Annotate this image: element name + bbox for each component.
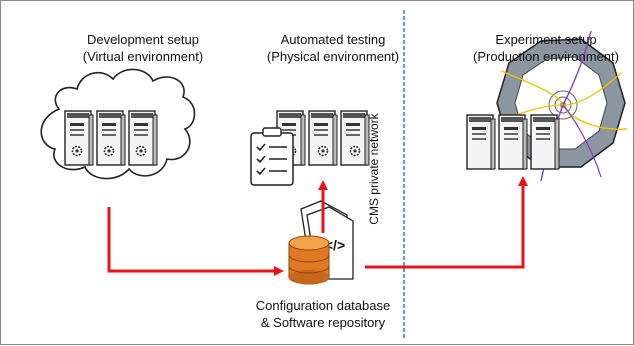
- testing-title: Automated testing (Physical environment): [233, 31, 433, 65]
- development-title-line1: Development setup: [86, 32, 199, 47]
- code-glyph: </>: [325, 237, 345, 253]
- server-icon: [340, 110, 370, 166]
- repository-label-line1: Configuration database: [255, 298, 391, 313]
- server-icon: [128, 110, 158, 166]
- testing-title-line2: (Physical environment): [266, 49, 400, 64]
- development-title: Development setup (Virtual environment): [43, 31, 243, 65]
- arrow-repo-to-exp: [365, 176, 528, 269]
- experiment-title: Experiment setup (Production environment…: [446, 31, 634, 65]
- experiment-servers: [466, 114, 560, 170]
- repository-label: Configuration database & Software reposi…: [223, 297, 423, 331]
- checklist-icon: [250, 127, 294, 186]
- server-icon: [308, 110, 338, 166]
- server-icon: [466, 114, 496, 170]
- dev-servers: [64, 110, 158, 166]
- database-icon: [288, 235, 330, 285]
- arrow-dev-to-repo: [107, 207, 284, 276]
- testing-title-line1: Automated testing: [280, 32, 386, 47]
- network-label: CMS private network: [367, 113, 381, 225]
- repository-label-line2: & Software repository: [260, 315, 386, 330]
- server-icon: [498, 114, 528, 170]
- experiment-title-line1: Experiment setup: [495, 32, 597, 47]
- detector-icon: [496, 30, 628, 182]
- server-icon: [64, 110, 94, 166]
- server-icon: [96, 110, 126, 166]
- experiment-title-line2: (Production environment): [473, 49, 619, 64]
- development-title-line2: (Virtual environment): [82, 49, 204, 64]
- server-icon: [530, 114, 560, 170]
- arrows: [107, 176, 528, 276]
